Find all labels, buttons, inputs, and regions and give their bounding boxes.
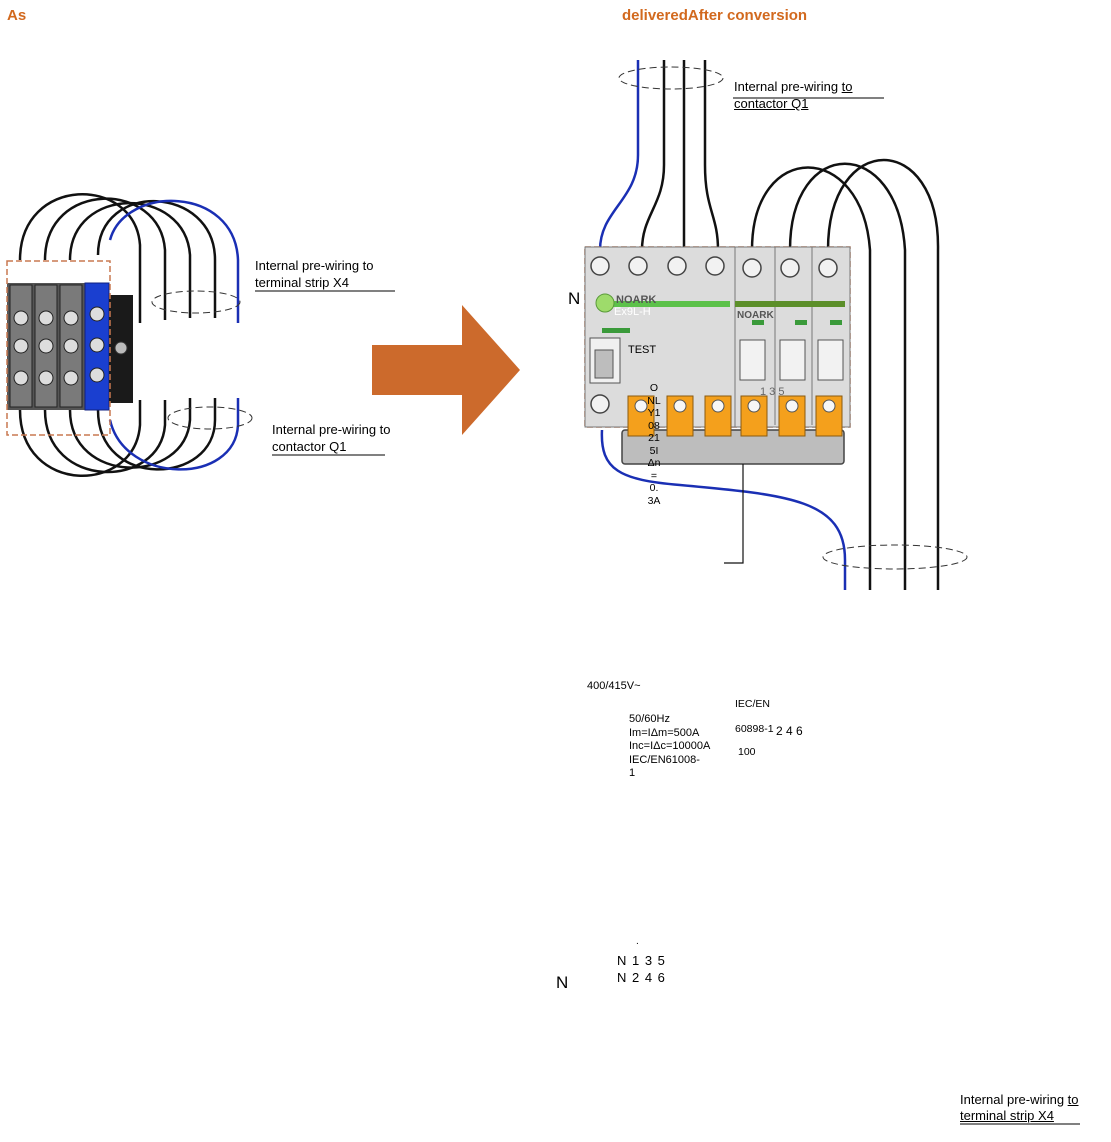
voltage-label: 400/415V~: [587, 680, 641, 692]
label-right-q1-to: to: [841, 79, 853, 94]
test-button-label: TEST: [628, 344, 657, 356]
label-right-q1-line1: Internal pre-wiring to: [734, 78, 853, 95]
terminals-bottom-row: N 2 4 6: [617, 970, 666, 985]
cable-bundle-upper-left: [151, 290, 241, 314]
terminals-top-row: N 1 3 5: [617, 953, 666, 968]
terminals-right: 2 4 6: [776, 724, 803, 738]
label-left-q1-line2: contactor Q1: [272, 439, 347, 454]
label-right-q1-text: Internal pre-wiring: [734, 79, 842, 94]
label-bottom-x4-line2: terminal strip X4: [960, 1108, 1054, 1123]
model-label: Ex9L-H: [614, 306, 651, 318]
label-right-q1-line2: contactor Q1: [734, 96, 809, 111]
label-left-q1-line1: Internal pre-wiring to: [272, 422, 391, 437]
neutral-label-bottom: N: [556, 973, 569, 992]
spec-left-block: 50/60Hz Im=IΔm=500A Inc=IΔc=10000A IEC/E…: [629, 713, 710, 779]
spec-right-1: IEC/EN: [735, 698, 771, 710]
heading-as-delivered: As: [7, 7, 27, 24]
cable-bundle-lower-left: [167, 406, 253, 430]
brand-right: NOARK: [737, 310, 774, 321]
spec-right-3: 100: [738, 746, 756, 758]
dot-label: .: [636, 936, 639, 947]
terminal-strip: [6, 260, 133, 436]
cable-bundle-top-right: [618, 66, 724, 90]
busbar: [621, 429, 845, 465]
heading-after-conversion: deliveredAfter conversion: [622, 7, 808, 24]
brand-left: NOARK: [616, 294, 657, 306]
rcd-mcb-device: [584, 246, 851, 564]
neutral-label-top: N: [568, 289, 581, 308]
label-left-x4-line1: Internal pre-wiring to: [255, 258, 374, 273]
label-bottom-x4-line1: Internal pre-wiring to: [960, 1091, 1079, 1108]
label-left-x4-line2: terminal strip X4: [255, 275, 349, 290]
spec-right-2: 60898-1: [735, 723, 774, 735]
conversion-arrow-icon: [372, 305, 520, 435]
spec-vertical-text: ONLY10821 5IΔn=0.3A: [647, 382, 661, 507]
incoming-wires: [598, 60, 720, 251]
label-bottom-x4-to: to: [1067, 1092, 1079, 1107]
left-wire-loops: [18, 192, 240, 478]
terminal-numbers-mid: 1 3 5: [760, 386, 785, 398]
cable-bundle-bottom-right: [822, 544, 968, 570]
label-bottom-x4-text: Internal pre-wiring: [960, 1092, 1068, 1107]
mcb-outgoing-wires: [750, 158, 940, 590]
